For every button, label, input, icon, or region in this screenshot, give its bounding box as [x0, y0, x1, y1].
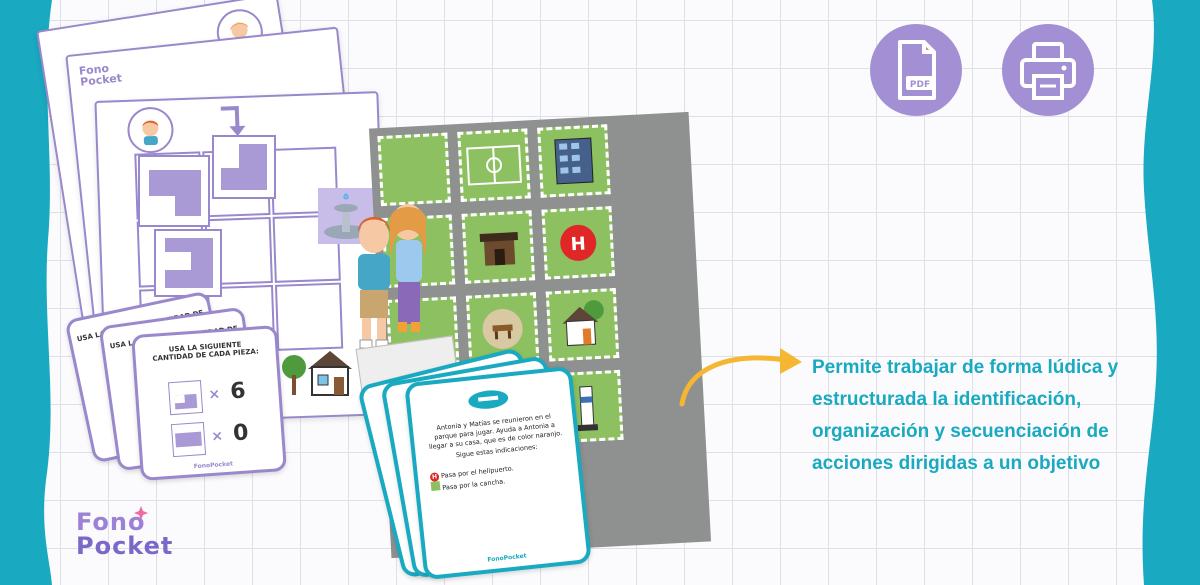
boy-avatar	[126, 106, 175, 154]
sparkle-icon	[134, 506, 148, 520]
park-bench-block	[465, 292, 540, 366]
orange-house-block	[545, 287, 620, 362]
piece-shape-icon	[170, 421, 207, 458]
worksheet-front	[94, 91, 390, 425]
times-sign: ×	[207, 386, 221, 403]
times-sign: ×	[210, 428, 224, 445]
right-wave-decoration	[1142, 0, 1200, 585]
card-footer-logo: FonoPocket	[487, 552, 527, 564]
city-map-board: H	[368, 111, 712, 559]
cabin-block	[461, 210, 536, 284]
card-footer-logo: FonoPocket	[193, 460, 234, 471]
mini-logo: Fono Pocket	[78, 61, 123, 89]
task-card-header: USA LA SIGUIENTE CANTIDAD DE CADA PIEZA:	[152, 340, 260, 363]
printer-icon	[1020, 42, 1076, 100]
story-card-front: Antonia y Matías se reunieron en el parq…	[404, 365, 592, 581]
feature-message: Permite trabajar de forma lúdica y estru…	[812, 357, 1119, 474]
building-block	[537, 124, 611, 198]
svg-text:PDF: PDF	[910, 80, 930, 90]
logo-line-1: Fono	[76, 508, 146, 536]
down-arrow-icon	[220, 106, 246, 137]
field-badge	[430, 481, 441, 492]
pdf-file-icon: PDF	[898, 40, 936, 100]
curved-arrow-icon	[679, 348, 802, 407]
kids-figurine	[358, 204, 427, 349]
left-wave-decoration	[0, 0, 52, 585]
story-text: Antonia y Matías se reunieron en el parq…	[425, 411, 569, 494]
pdf-format-badge[interactable]: PDF	[870, 24, 962, 116]
lighthouse-block	[550, 369, 624, 444]
piece-count-1: 6	[229, 378, 247, 405]
piece-count-2: 0	[232, 420, 250, 447]
puzzle-pieces	[138, 135, 276, 297]
task-card-front: USA LA SIGUIENTE CANTIDAD DE CADA PIEZA:…	[131, 325, 287, 481]
logo-line-2: Pocket	[76, 532, 174, 560]
helipad-block: H	[541, 206, 616, 280]
soccer-field-block	[457, 128, 531, 202]
bench-icon	[468, 390, 509, 409]
house-picture	[282, 351, 352, 396]
fonopocket-logo: Fono Pocket	[76, 506, 176, 560]
svg-text:H: H	[570, 233, 586, 255]
piece-shape-icon	[167, 380, 204, 416]
print-format-badge[interactable]	[1002, 24, 1094, 116]
